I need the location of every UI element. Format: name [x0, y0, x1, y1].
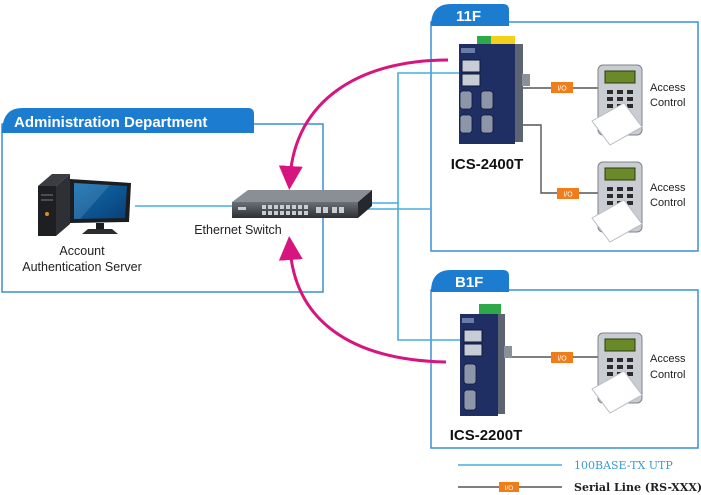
svg-text:I/O: I/O	[557, 356, 567, 363]
server-label-line2: Authentication Server	[22, 260, 142, 274]
access2-line1: Access	[650, 182, 686, 194]
floor-b1f-header	[431, 270, 509, 292]
svg-text:I/O: I/O	[563, 192, 573, 199]
access2-line2: Control	[650, 197, 685, 209]
ics2400t-label: ICS-2400T	[451, 156, 524, 173]
floor-11f-header	[431, 4, 509, 26]
card-reader-icon	[591, 64, 643, 146]
access1-line1: Access	[650, 82, 686, 94]
floor-11f-title: 11F	[456, 8, 481, 25]
access1-line2: Control	[650, 97, 685, 109]
legend: 100BASE-TX UTP I/O Serial Line (RS-XXX)	[458, 459, 701, 494]
utp-switch-to-ics2200	[397, 203, 462, 341]
legend-io-tag	[499, 482, 519, 492]
io-tag-3: I/O	[551, 352, 573, 363]
server-label-line1: Account	[59, 244, 105, 258]
svg-text:I/O: I/O	[505, 485, 514, 492]
admin-zone-header	[2, 108, 254, 133]
io-tag-1: I/O	[551, 82, 573, 93]
io-tag-2: I/O	[557, 188, 579, 199]
ics2400t-device	[459, 36, 530, 144]
utp-switch-to-ics2400	[397, 72, 460, 203]
ethernet-switch-icon	[232, 190, 372, 218]
floor-b1f-title: B1F	[455, 274, 483, 291]
ics2200t-device	[460, 304, 512, 416]
arrow-ics2200-to-switch	[278, 236, 447, 364]
desktop-computer-icon	[38, 174, 131, 236]
legend-serial-label: Serial Line (RS-XXX)	[574, 481, 701, 494]
utp-links	[135, 72, 462, 341]
arrow-ics2400-to-switch	[278, 58, 449, 190]
card-reader-icon	[591, 161, 643, 243]
legend-utp-label: 100BASE-TX UTP	[574, 459, 673, 472]
ics2200t-label: ICS-2200T	[450, 427, 523, 444]
access3-line2: Control	[650, 369, 685, 381]
switch-label: Ethernet Switch	[194, 223, 282, 237]
svg-text:I/O: I/O	[557, 86, 567, 93]
access3-line1: Access	[650, 353, 686, 365]
card-reader-icon	[591, 332, 643, 414]
admin-zone-title: Administration Department	[14, 114, 207, 131]
